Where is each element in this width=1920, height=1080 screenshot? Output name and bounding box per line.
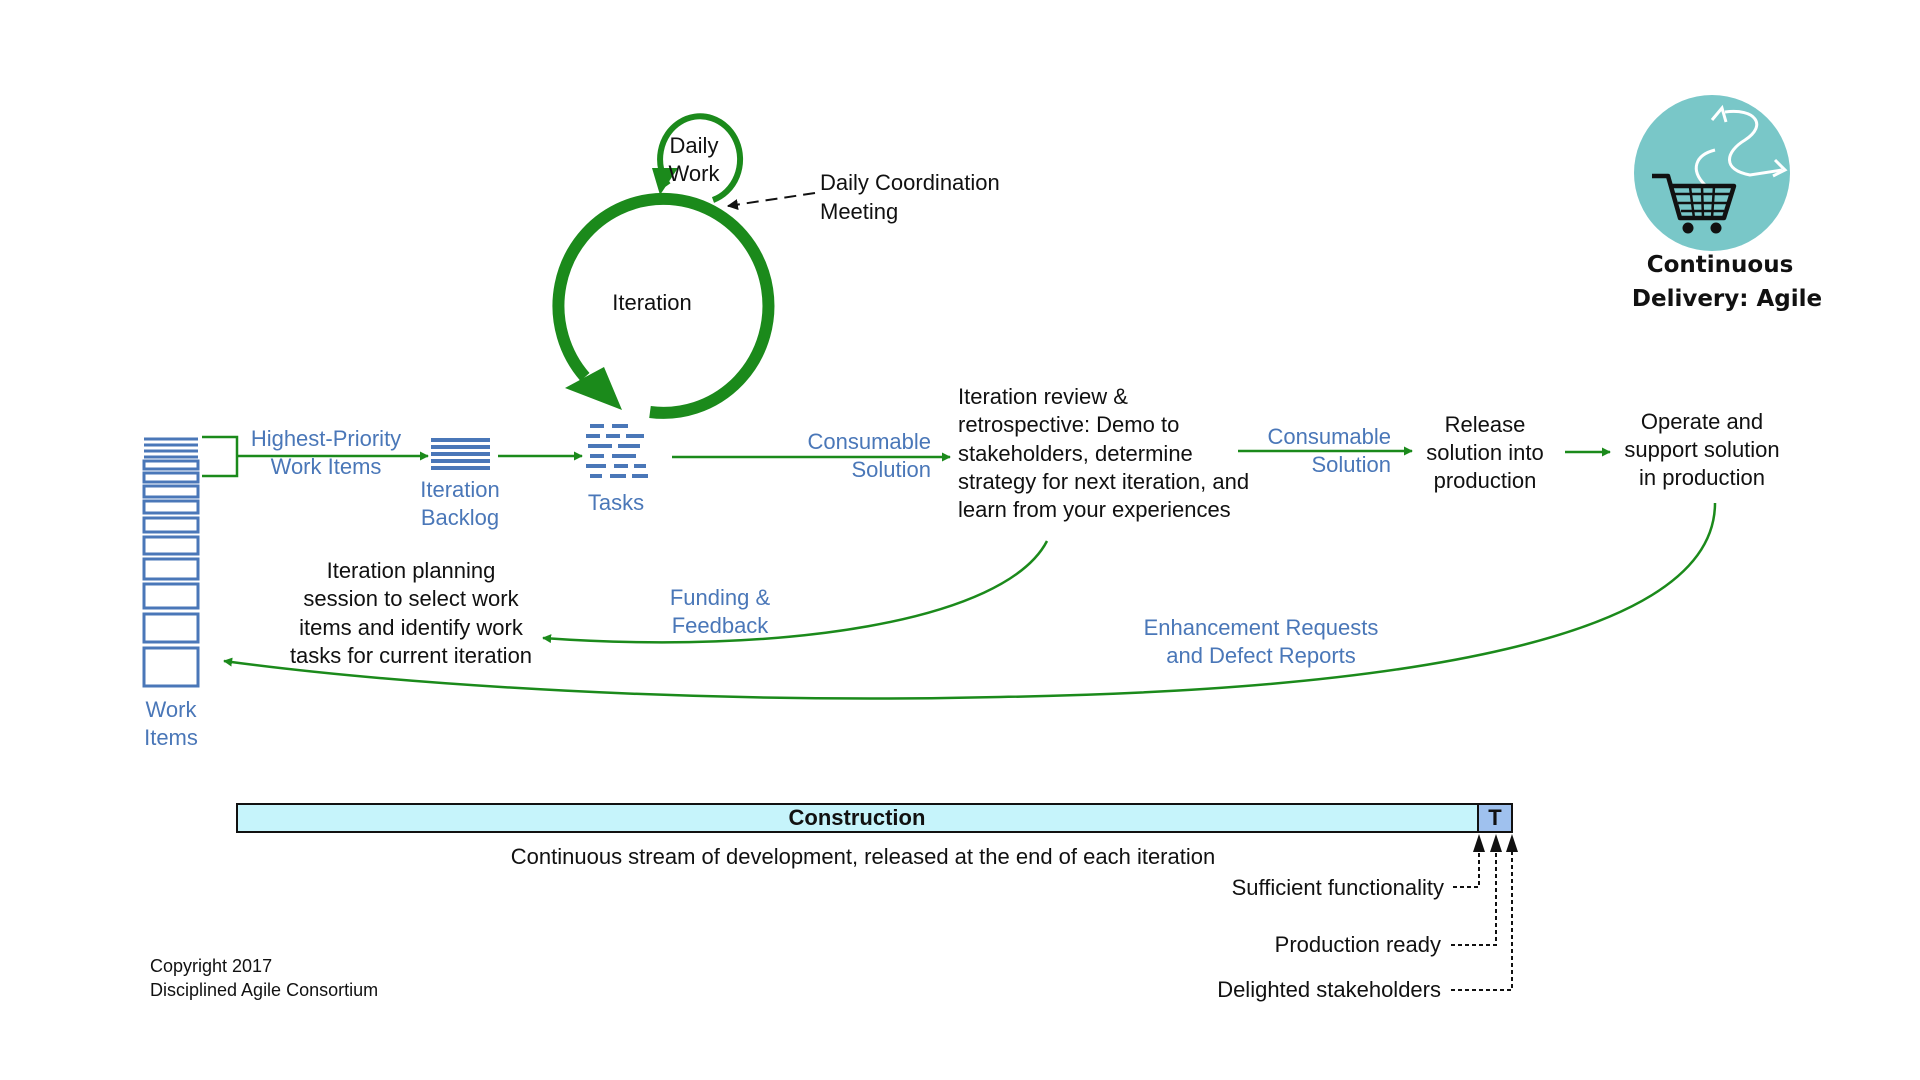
iteration-planning-text: Iteration planning session to select wor… bbox=[290, 558, 532, 668]
work-items-stack bbox=[142, 437, 200, 688]
milestone-production-ready: Production ready bbox=[1275, 932, 1441, 957]
logo-title-line2: Delivery: Agile bbox=[1632, 286, 1822, 312]
work-items-bracket bbox=[202, 435, 239, 478]
coordination-line1: Daily Coordination bbox=[820, 170, 1000, 195]
planning-line3: items and identify work bbox=[299, 615, 524, 640]
continuous-delivery-logo: Continuous Delivery: Agile bbox=[1632, 95, 1822, 312]
highest-priority-line2: Work Items bbox=[271, 454, 382, 479]
review-line5: learn from your experiences bbox=[958, 497, 1231, 522]
review-line2: retrospective: Demo to bbox=[958, 412, 1179, 437]
milestone-delighted-stakeholders: Delighted stakeholders bbox=[1217, 977, 1441, 1002]
enhancement-line1: Enhancement Requests bbox=[1144, 615, 1379, 640]
release-line3: production bbox=[1434, 468, 1537, 493]
cart-icon bbox=[1652, 173, 1737, 234]
phase-caption: Continuous stream of development, releas… bbox=[511, 844, 1215, 869]
funding-line2: Feedback bbox=[672, 613, 770, 638]
iteration-review-text: Iteration review & retrospective: Demo t… bbox=[958, 384, 1249, 522]
review-line1: Iteration review & bbox=[958, 384, 1128, 409]
operate-line1: Operate and bbox=[1641, 409, 1763, 434]
funding-feedback-arrow bbox=[542, 540, 1049, 644]
consumable1-line1: Consumable bbox=[807, 429, 931, 454]
daily-work-line2: Work bbox=[669, 161, 721, 186]
tasks-label: Tasks bbox=[588, 490, 644, 515]
funding-line1: Funding & bbox=[670, 585, 771, 610]
iteration-backlog-icon bbox=[431, 438, 490, 470]
coordination-line2: Meeting bbox=[820, 199, 898, 224]
construction-label: Construction bbox=[789, 805, 926, 830]
iteration-arc bbox=[552, 192, 775, 419]
copyright-line1: Copyright 2017 bbox=[150, 956, 272, 976]
milestone-sufficient-functionality: Sufficient functionality bbox=[1232, 875, 1444, 900]
shopping-cart-icon bbox=[1694, 104, 1788, 187]
highest-priority-line1: Highest-Priority bbox=[251, 426, 401, 451]
tasks-icon bbox=[586, 424, 648, 478]
phase-bar: Construction T bbox=[236, 803, 1513, 833]
iteration-backlog-line1: Iteration bbox=[420, 477, 500, 502]
construction-bar bbox=[236, 803, 1479, 833]
milestone-arrowheads bbox=[1473, 834, 1518, 852]
daily-work-arrowhead bbox=[652, 168, 678, 195]
iteration-backlog-line2: Backlog bbox=[421, 505, 499, 530]
iteration-loop: Iteration bbox=[552, 192, 775, 419]
review-line3: stakeholders, determine bbox=[958, 441, 1193, 466]
planning-line2: session to select work bbox=[303, 586, 519, 611]
work-items-line2: Items bbox=[144, 725, 198, 750]
consumable2-line1: Consumable bbox=[1267, 424, 1391, 449]
milestone-arrows bbox=[1451, 848, 1513, 991]
operate-line3: in production bbox=[1639, 465, 1765, 490]
iteration-arrowhead bbox=[565, 367, 622, 410]
planning-line1: Iteration planning bbox=[327, 558, 496, 583]
enhancement-line2: and Defect Reports bbox=[1166, 643, 1356, 668]
daily-work-arc bbox=[657, 113, 744, 203]
work-items-line1: Work bbox=[146, 697, 198, 722]
consumable2-line2: Solution bbox=[1311, 452, 1391, 477]
transition-label: T bbox=[1488, 805, 1502, 830]
daily-coordination: Daily Coordination Meeting bbox=[726, 170, 1000, 224]
daily-work-line1: Daily bbox=[670, 133, 719, 158]
planning-line4: tasks for current iteration bbox=[290, 643, 532, 668]
iteration-label: Iteration bbox=[612, 290, 692, 315]
enhancement-requests-arrow bbox=[223, 502, 1717, 700]
coordination-dashed-arrow bbox=[726, 192, 816, 210]
review-line4: strategy for next iteration, and bbox=[958, 469, 1249, 494]
logo-title-line1: Continuous bbox=[1647, 252, 1794, 278]
release-line2: solution into bbox=[1426, 440, 1543, 465]
release-line1: Release bbox=[1445, 412, 1526, 437]
copyright-line2: Disciplined Agile Consortium bbox=[150, 980, 378, 1000]
transition-box bbox=[1477, 803, 1513, 833]
daily-work-loop: Daily Work bbox=[652, 113, 744, 203]
consumable1-line2: Solution bbox=[851, 457, 931, 482]
operate-line2: support solution bbox=[1624, 437, 1779, 462]
